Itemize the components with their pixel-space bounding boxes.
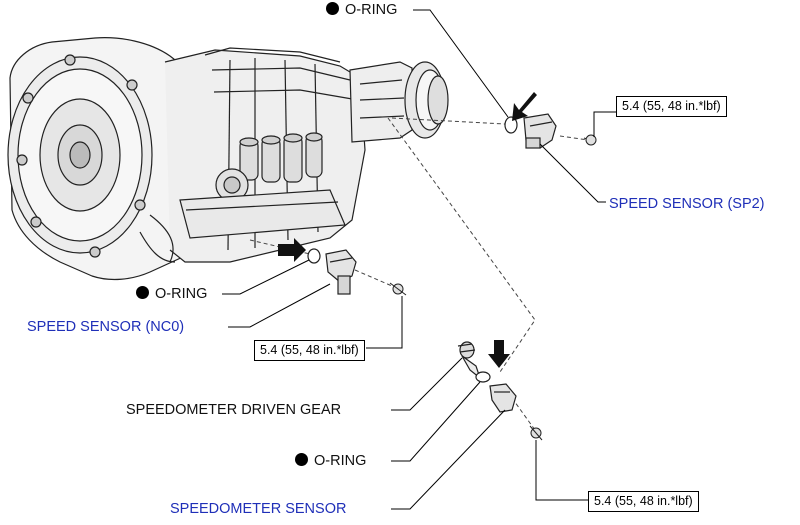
arrow-sp2-icon (512, 92, 537, 121)
arrow-speedometer-icon (488, 340, 510, 368)
speedometer-sensor-label: SPEEDOMETER SENSOR (170, 501, 347, 517)
arrow-nc0-icon (278, 238, 306, 262)
oring-label-top: O-RING (326, 2, 397, 18)
speedometer-driven-gear-part (457, 341, 482, 380)
speedometer-sensor-part (489, 383, 517, 413)
oring-label-top-text: O-RING (345, 2, 398, 18)
speed-sensor-sp2-part (504, 113, 557, 149)
oring-label-bottom-text: O-RING (314, 453, 367, 469)
speed-sensor-nc0-label: SPEED SENSOR (NC0) (27, 319, 185, 335)
speed-sensor-nc0-part (307, 248, 357, 295)
oring-label-mid: O-RING (136, 286, 207, 302)
torque-box-speedometer: 5.4 (55, 48 in.*lbf) (588, 491, 699, 512)
bolt-nc0-icon (389, 282, 407, 296)
speedometer-driven-gear-label: SPEEDOMETER DRIVEN GEAR (126, 402, 342, 418)
leader-lines (222, 9, 616, 510)
oring-label-bottom: O-RING (295, 453, 366, 469)
bullet-icon (326, 2, 339, 15)
torque-box-nc0: 5.4 (55, 48 in.*lbf) (254, 340, 365, 361)
oring-label-mid-text: O-RING (155, 286, 208, 302)
bullet-icon (295, 453, 308, 466)
transmission-assembly (7, 37, 449, 281)
torque-box-sp2: 5.4 (55, 48 in.*lbf) (616, 96, 727, 117)
bolt-sp2-icon (583, 134, 597, 146)
speed-sensor-sp2-label: SPEED SENSOR (SP2) (609, 196, 765, 212)
bolt-speedometer-icon (529, 425, 543, 441)
bullet-icon (136, 286, 149, 299)
oring-speedometer-part (475, 371, 491, 383)
